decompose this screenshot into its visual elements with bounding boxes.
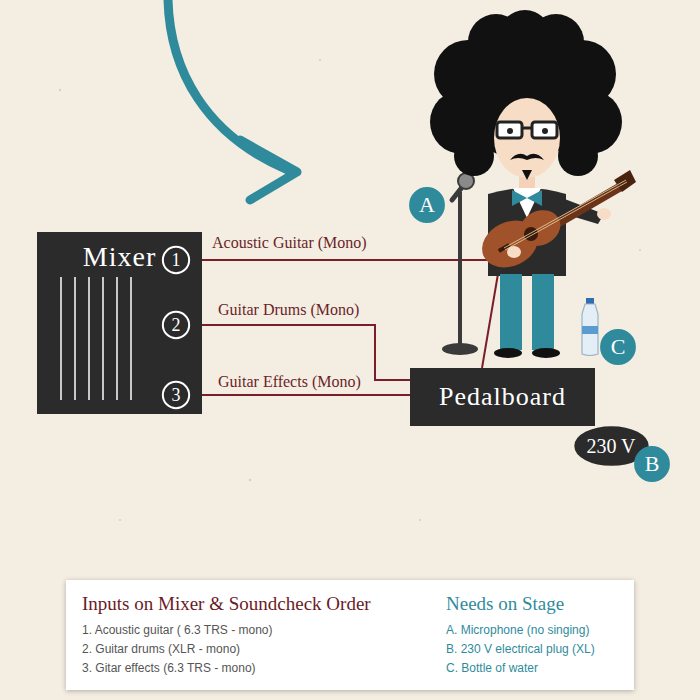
fader-line — [116, 277, 118, 400]
pointer-arrow — [168, 0, 288, 170]
circle-shape — [410, 188, 444, 222]
musician-figure — [430, 10, 636, 358]
speckle — [639, 249, 641, 251]
channel-number: 1 — [162, 246, 190, 274]
stand-pole — [458, 192, 462, 346]
hand — [597, 208, 611, 220]
panel-heading: Needs on Stage — [446, 592, 616, 617]
list-item: 3. Gitar effects (6.3 TRS - mono) — [82, 659, 446, 678]
signal-wire — [190, 325, 410, 380]
mixer-box: Mixer 1 2 3 — [37, 232, 202, 414]
signal-wire — [190, 394, 410, 396]
circle-shape — [163, 247, 189, 273]
panel-column: Inputs on Mixer & Soundcheck Order 1. Aco… — [82, 592, 446, 678]
text-holder: C — [600, 329, 636, 365]
shoe — [532, 348, 560, 358]
goatee — [522, 170, 532, 180]
text-holder: 2 — [162, 311, 190, 339]
sound-hole — [524, 227, 538, 241]
fader-line — [60, 277, 62, 400]
fader-line — [102, 277, 104, 400]
callout-circle: C — [600, 329, 636, 365]
trouser-leg — [500, 274, 522, 350]
fader-line — [74, 277, 76, 400]
fader-line — [130, 277, 132, 400]
node-label: 1 — [172, 251, 181, 269]
fader-line — [88, 277, 90, 400]
wire-label: Guitar Drums (Mono) — [218, 300, 359, 319]
shoe — [494, 348, 522, 358]
bottle-body — [582, 304, 598, 356]
trouser-leg — [532, 274, 554, 350]
callout-circle: B — [634, 446, 670, 482]
bottle-cap — [586, 298, 594, 304]
panel-column: Needs on Stage A. Microphone (no singing)… — [446, 592, 616, 678]
glasses — [532, 122, 557, 138]
node-label: 2 — [172, 316, 181, 334]
pedalboard-box: Pedalboard — [410, 368, 595, 426]
acoustic-guitar — [474, 170, 636, 276]
panel-heading: Inputs on Mixer & Soundcheck Order — [82, 592, 446, 617]
guitar-string — [504, 180, 626, 248]
list-item: 1. Acoustic guitar ( 6.3 TRS - mono) — [82, 621, 446, 640]
list-item: C. Bottle of water — [446, 659, 616, 678]
text-holder: B — [634, 446, 670, 482]
bow-tie — [512, 190, 542, 206]
hair — [499, 10, 551, 62]
speckle — [119, 519, 121, 521]
speckle — [59, 89, 61, 91]
hair — [454, 136, 494, 176]
guitar-wire — [189, 259, 504, 261]
speckle — [249, 479, 252, 482]
guitar-string — [505, 182, 627, 250]
hand — [507, 246, 521, 258]
bottle-label — [582, 326, 598, 334]
glasses — [497, 122, 522, 138]
node-label: C — [611, 336, 626, 358]
glasses-bridge — [522, 127, 532, 130]
circle-shape — [635, 447, 669, 481]
arrow-head — [240, 140, 297, 200]
node-label: Pedalboard — [439, 381, 566, 412]
node-label: 3 — [172, 386, 181, 404]
text-holder: 1 — [162, 246, 190, 274]
node-label: A — [419, 194, 435, 216]
callout-circle: A — [409, 187, 445, 223]
face — [494, 98, 560, 178]
info-panel: Inputs on Mixer & Soundcheck Order 1. Aco… — [66, 580, 634, 690]
microphone-stand — [442, 173, 478, 355]
channel-number: 3 — [162, 381, 190, 409]
stand-base — [442, 343, 478, 355]
list-item: A. Microphone (no singing) — [446, 621, 616, 640]
eye — [542, 128, 548, 134]
node-label: B — [645, 453, 660, 475]
water-bottle — [582, 298, 598, 356]
text-holder: A — [409, 187, 445, 223]
text-holder: Pedalboard — [410, 368, 595, 426]
channel-number: 2 — [162, 311, 190, 339]
node-label: Mixer — [83, 240, 156, 274]
speckle — [419, 519, 421, 521]
text-holder: 3 — [162, 381, 190, 409]
node-label: 230 V — [586, 436, 635, 456]
circle-shape — [601, 330, 635, 364]
hair — [558, 136, 598, 176]
speckle — [319, 59, 321, 61]
circle-shape — [163, 312, 189, 338]
wire-label: Guitar Effects (Mono) — [218, 372, 361, 391]
circle-shape — [163, 382, 189, 408]
mustache — [510, 154, 544, 160]
list-item: 2. Guitar drums (XLR - mono) — [82, 640, 446, 659]
wire-label: Acoustic Guitar (Mono) — [212, 233, 367, 252]
eye — [507, 128, 513, 134]
list-item: B. 230 V electrical plug (XL) — [446, 640, 616, 659]
